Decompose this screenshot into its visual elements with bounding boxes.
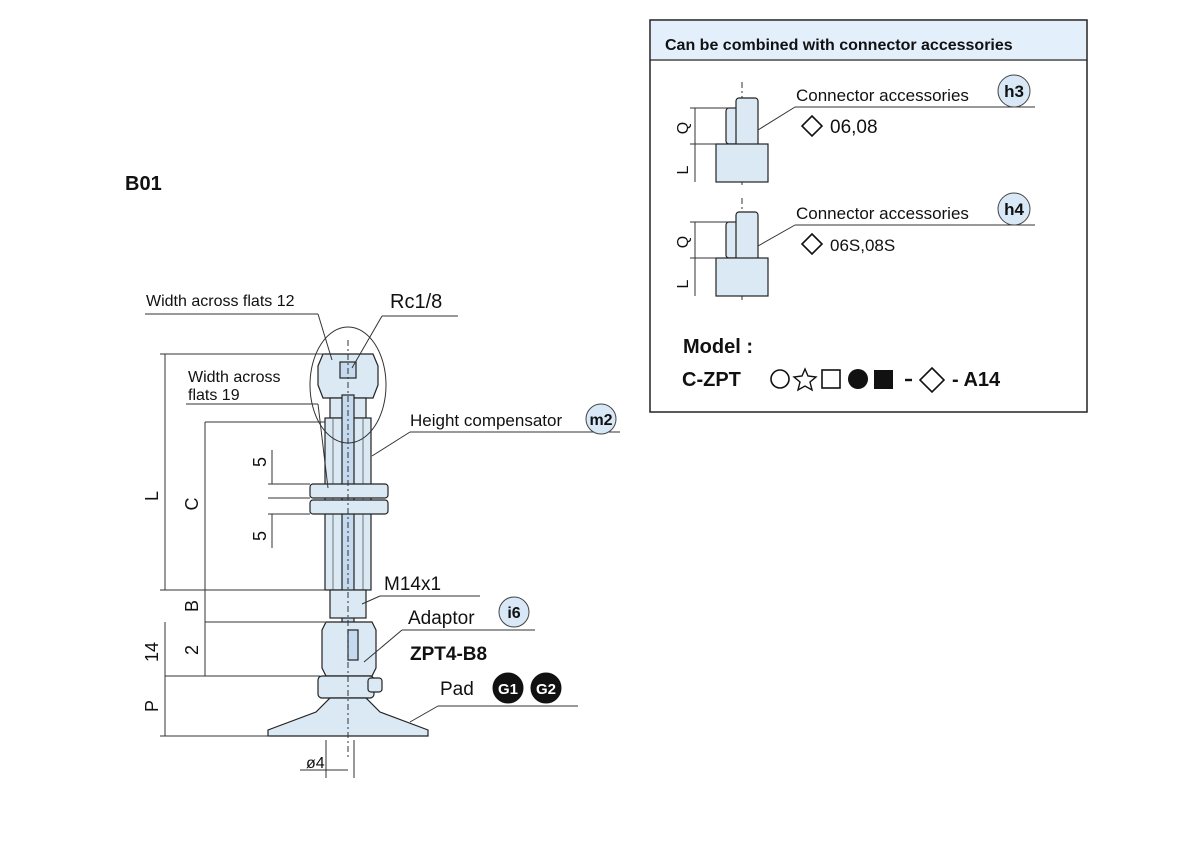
- dimension-lines: [160, 353, 355, 778]
- svg-text:i6: i6: [507, 605, 520, 622]
- width-across-flats-12-label: Width across flats 12: [146, 293, 295, 310]
- dim-5-upper-label: 5: [250, 457, 270, 467]
- acc2-sizes: 06S,08S: [830, 236, 895, 255]
- callout-leaders: [145, 313, 620, 723]
- pad-lug: [367, 677, 383, 693]
- dim-L-label: L: [142, 491, 162, 501]
- acc2-label: Connector accessories: [796, 204, 969, 223]
- lower-shaft: [329, 589, 367, 619]
- acc1-dim-L: L: [675, 165, 692, 174]
- diameter-label: ø4: [306, 755, 325, 772]
- main-assembly-drawing: [267, 326, 429, 760]
- detail-circle: [309, 326, 387, 444]
- acc1-diamond-icon: [800, 114, 824, 138]
- dim-B-label: B: [182, 600, 202, 612]
- svg-text:G2: G2: [536, 681, 556, 698]
- adaptor-label: Adaptor: [408, 608, 475, 629]
- pad-neck: [317, 675, 375, 699]
- width-across-flats-19-label-line1: Width across: [188, 369, 280, 386]
- model-diamond-icon: [918, 366, 946, 394]
- badge-h4: h4: [997, 192, 1031, 226]
- badge-h3: h3: [997, 74, 1031, 108]
- box-header-bg: [651, 21, 1086, 59]
- badge-m2: m2: [585, 403, 617, 435]
- acc2-diamond-icon: [800, 232, 824, 256]
- acc1-sizes: 06,08: [830, 117, 878, 138]
- square-filled-icon: [874, 370, 893, 389]
- model-label: Model :: [683, 336, 753, 358]
- box-header-text: Can be combined with connector accessori…: [665, 37, 1013, 54]
- dim-P-label: P: [142, 700, 162, 712]
- acc1-dim-Q: Q: [675, 122, 692, 134]
- dim-C-label: C: [182, 498, 202, 511]
- height-compensator-label: Height compensator: [410, 411, 562, 430]
- acc2-dim-Q: Q: [675, 236, 692, 248]
- adaptor-port: [347, 629, 359, 661]
- acc2-dim-L: L: [675, 279, 692, 288]
- dim-5-lower-label: 5: [250, 531, 270, 541]
- badge-i6: i6: [498, 596, 530, 628]
- model-code-suffix: - A14: [952, 369, 1001, 391]
- svg-text:h3: h3: [1004, 82, 1024, 101]
- accessory-h3-drawing: [690, 82, 769, 185]
- svg-text:G1: G1: [498, 681, 518, 698]
- circle-filled-icon: [848, 369, 868, 389]
- lock-nut-lower: [309, 499, 389, 515]
- model-code-prefix: C-ZPT: [682, 369, 741, 391]
- acc1-label: Connector accessories: [796, 86, 969, 105]
- dim-2-label: 2: [182, 645, 202, 655]
- model-code-symbols: [770, 366, 946, 394]
- badge-g2: G2: [530, 672, 562, 704]
- m14-thread-label: M14x1: [384, 574, 441, 595]
- zpt-model-label: ZPT4-B8: [410, 644, 487, 665]
- svg-text:m2: m2: [589, 412, 612, 429]
- badge-g1: G1: [492, 672, 524, 704]
- rc-label: Rc1/8: [390, 291, 442, 313]
- circle-outline-icon: [770, 369, 790, 389]
- drawing-title: B01: [125, 173, 162, 195]
- pad-label: Pad: [440, 679, 474, 700]
- lock-nut-upper: [309, 483, 389, 499]
- dim-14-label: 14: [142, 642, 162, 662]
- pad-skirt: [267, 697, 429, 737]
- accessory-h4-drawing: [690, 198, 769, 300]
- star-outline-icon: [792, 367, 818, 392]
- width-across-flats-19-label-line2: flats 19: [188, 387, 240, 404]
- svg-text:h4: h4: [1004, 200, 1024, 219]
- square-outline-icon: [821, 369, 841, 389]
- connector-accessories-box: Can be combined with connector accessori…: [649, 19, 1088, 413]
